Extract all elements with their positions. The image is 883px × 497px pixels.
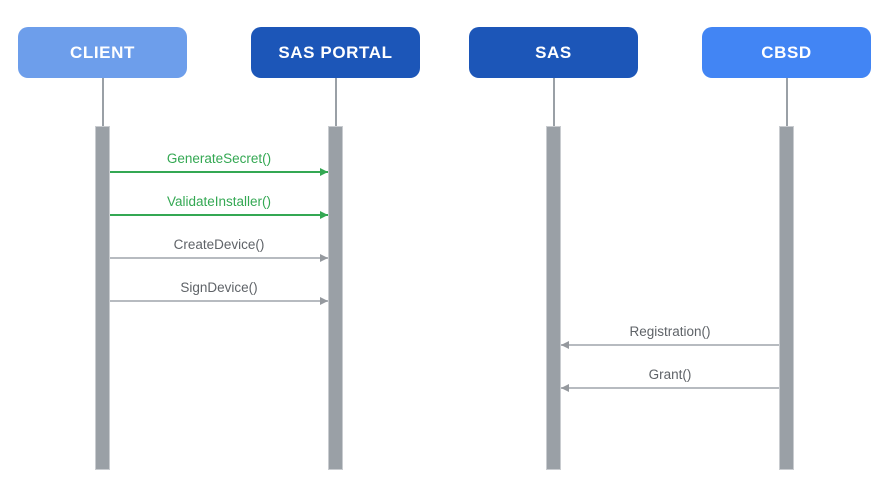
arrow-right-icon [320, 296, 328, 305]
lifeline-sas-portal [335, 78, 337, 126]
activation-bar-client [95, 126, 110, 470]
participant-cbsd-label: CBSD [761, 42, 812, 62]
activation-bar-cbsd [779, 126, 794, 470]
lifeline-client [102, 78, 104, 126]
participant-sas-portal: SAS PORTAL [251, 27, 420, 78]
arrow-left-icon [561, 340, 569, 349]
activation-bar-sas [546, 126, 561, 470]
message-line [561, 387, 779, 389]
message-line [110, 214, 328, 216]
message-generate-secret-label: GenerateSecret() [166, 151, 272, 166]
message-sign-device-label: SignDevice() [180, 280, 258, 295]
message-grant-label: Grant() [648, 367, 692, 382]
participant-client-label: CLIENT [70, 42, 135, 62]
message-create-device-label: CreateDevice() [173, 237, 265, 252]
arrow-right-icon [320, 210, 328, 219]
participant-sas-portal-label: SAS PORTAL [278, 42, 393, 62]
arrow-right-icon [320, 253, 328, 262]
participant-sas: SAS [469, 27, 638, 78]
participant-cbsd: CBSD [702, 27, 871, 78]
message-line [561, 344, 779, 346]
arrow-right-icon [320, 167, 328, 176]
lifeline-cbsd [786, 78, 788, 126]
activation-bar-sas-portal [328, 126, 343, 470]
message-line [110, 300, 328, 302]
lifeline-sas [553, 78, 555, 126]
message-line [110, 257, 328, 259]
message-line [110, 171, 328, 173]
message-validate-installer-label: ValidateInstaller() [166, 194, 272, 209]
participant-sas-label: SAS [535, 42, 572, 62]
participant-client: CLIENT [18, 27, 187, 78]
message-registration-label: Registration() [629, 324, 711, 339]
arrow-left-icon [561, 383, 569, 392]
